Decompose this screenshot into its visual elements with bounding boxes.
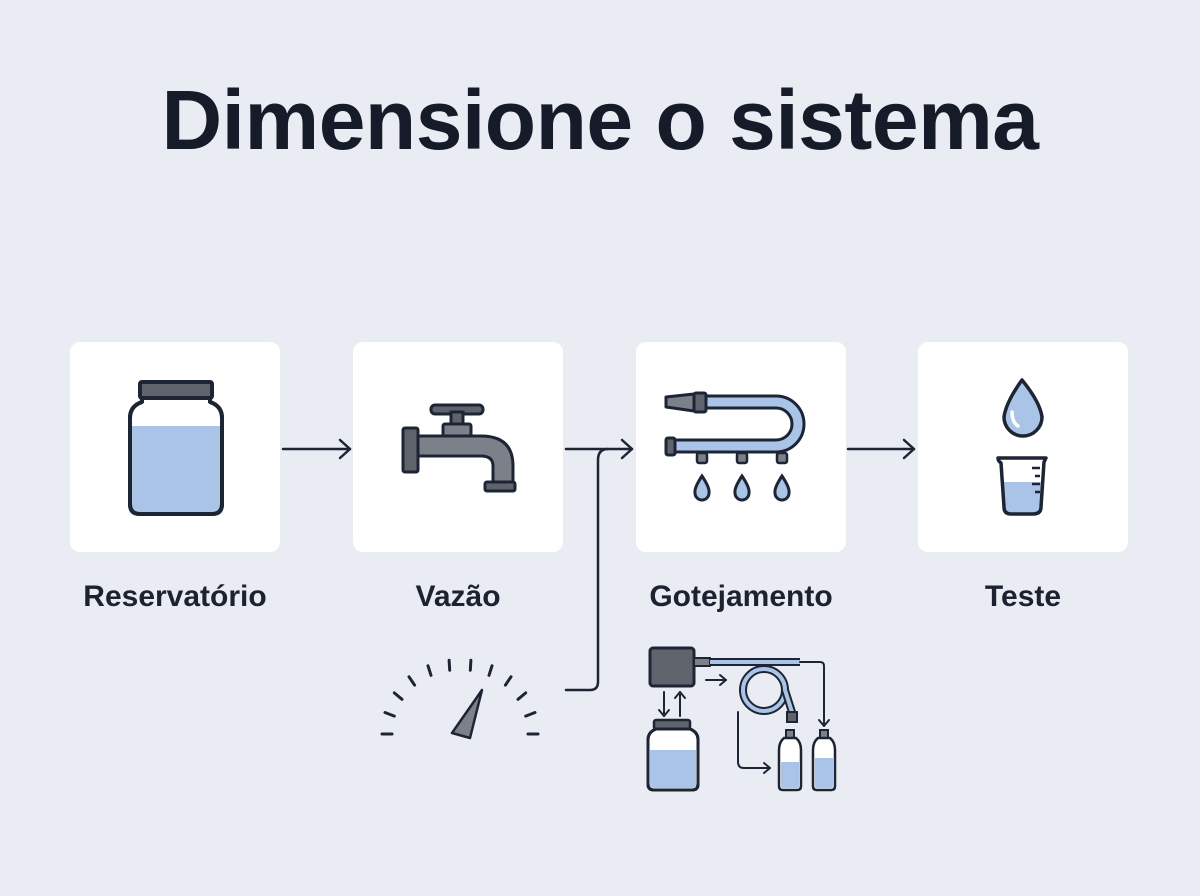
measuring-cup-icon — [996, 378, 1048, 516]
arrow-reservatorio-to-vazao — [281, 438, 352, 460]
pressure-gauge-icon — [380, 658, 540, 736]
step-label-reservatorio: Reservatório — [83, 580, 267, 613]
pump-system-icon — [646, 646, 837, 792]
step-card-gotejamento — [636, 342, 846, 552]
faucet-icon — [401, 403, 517, 493]
gauge-connector-line — [564, 447, 610, 692]
step-label-vazao: Vazão — [415, 580, 501, 613]
step-label-teste: Teste — [984, 580, 1062, 613]
arrow-vazao-to-gotejamento — [564, 438, 634, 460]
step-card-reservatorio — [70, 342, 280, 552]
arrow-gotejamento-to-teste — [846, 438, 916, 460]
page-title: Dimensione o sistema — [161, 73, 1039, 167]
step-card-vazao — [353, 342, 563, 552]
drip-line-icon — [664, 391, 806, 502]
step-label-gotejamento: Gotejamento — [649, 580, 833, 613]
step-card-teste — [918, 342, 1128, 552]
water-jar-icon — [128, 380, 224, 516]
gauge-needle — [450, 688, 484, 740]
